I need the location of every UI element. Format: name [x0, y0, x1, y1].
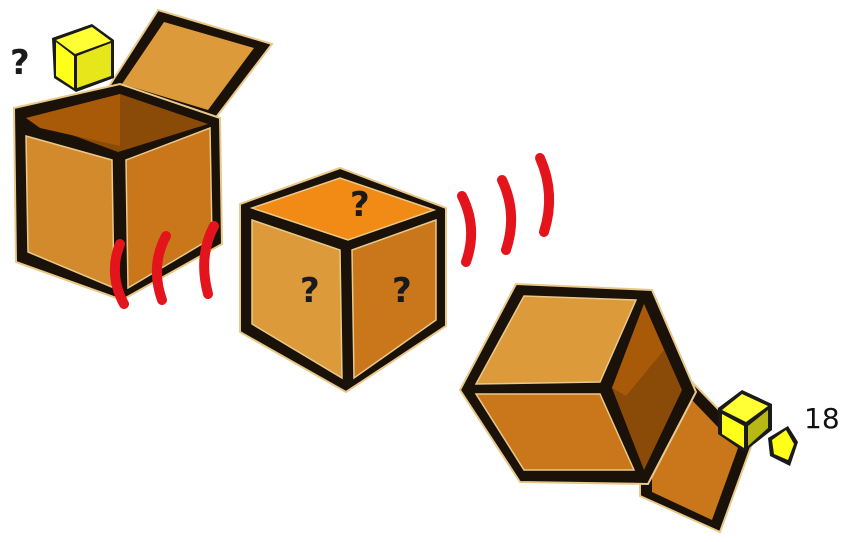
closed-box-top-question: ?	[350, 185, 370, 225]
small-box-question-mark: ?	[10, 43, 30, 83]
closed-box-left-question: ?	[300, 271, 320, 311]
small-box-count-label: 18	[804, 402, 840, 435]
open-box-left	[14, 10, 272, 300]
small-box-top-left: ?	[10, 24, 114, 92]
closed-box-center: ? ? ?	[240, 168, 446, 392]
tipped-box-right	[460, 284, 752, 532]
vibration-marks-right	[462, 158, 549, 262]
closed-box-right-question: ?	[392, 271, 412, 311]
